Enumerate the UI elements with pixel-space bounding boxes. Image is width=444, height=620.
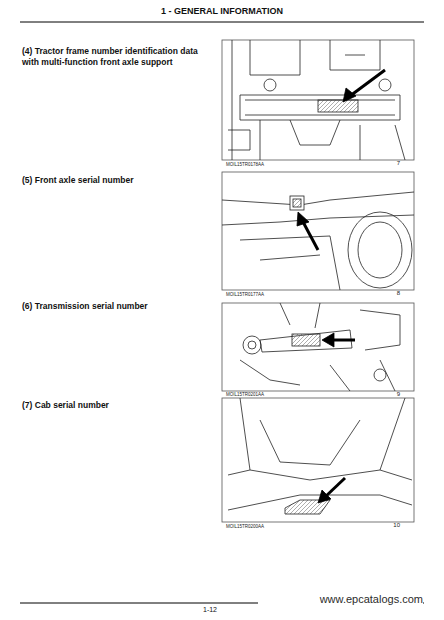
transmission-figure — [222, 303, 414, 391]
figure-code: MOIL15TR0177AA — [226, 292, 336, 298]
header-rule — [20, 22, 424, 23]
item-heading: (5) Front axle serial number — [22, 175, 212, 186]
section-title: 1 - GENERAL INFORMATION — [0, 6, 444, 17]
figure-number: 8 — [370, 290, 400, 298]
figure-number: 9 — [370, 391, 400, 399]
item-heading: (7) Cab serial number — [22, 400, 212, 411]
figure-number: 7 — [370, 160, 400, 168]
cab-figure — [222, 398, 414, 522]
front-axle-figure — [222, 172, 414, 290]
watermark: www.epcatalogs.com — [258, 593, 423, 607]
item-heading: (4) Tractor frame number identification … — [22, 46, 212, 67]
figure-code: MOIL15TR0178AA — [226, 162, 336, 168]
figure-code: MOIL15TR0201AA — [226, 392, 336, 398]
figure-code: MOIL15TR0200AA — [226, 524, 336, 530]
item-heading: (6) Transmission serial number — [22, 301, 212, 312]
frame-figure — [222, 40, 414, 160]
page-number: 1-12 — [180, 606, 240, 615]
figure-number: 10 — [370, 522, 400, 530]
